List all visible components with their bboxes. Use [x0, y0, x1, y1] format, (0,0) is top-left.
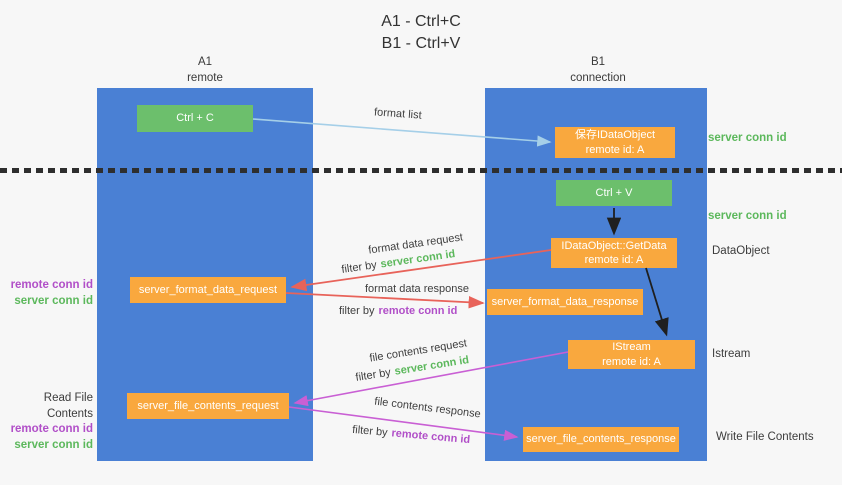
node-save-idataobject-line2: remote id: A: [585, 143, 645, 156]
node-getdata-line2: remote id: A: [584, 254, 644, 266]
node-ctrl-v-label: Ctrl + V: [595, 186, 633, 199]
node-idataobject-getdata: IDataObject::GetData remote id: A: [551, 238, 677, 268]
lifeline-a1-name: A1: [197, 56, 213, 68]
node-server-file-contents-request: server_file_contents_request: [127, 393, 289, 419]
remote-conn-id-label: remote conn id: [10, 279, 93, 291]
node-ctrl-c-label: Ctrl + C: [176, 112, 214, 125]
left-annotation-read-file: Read File Contents remote conn id server…: [0, 391, 93, 453]
side-label-write-file-contents: Write File Contents: [716, 431, 814, 443]
node-server-file-contents-response: server_file_contents_response: [523, 427, 679, 452]
title-line-2: B1 - Ctrl+V: [381, 34, 461, 52]
node-format-response-label: server_format_data_response: [491, 295, 639, 308]
node-istream-line1: IStream: [612, 341, 651, 354]
node-file-response-label: server_file_contents_response: [526, 433, 676, 446]
node-save-idataobject: 保存IDataObject remote id: A: [555, 127, 675, 158]
server-conn-id-label: server conn id: [14, 438, 93, 451]
lifeline-b1-role: connection: [570, 71, 626, 84]
side-label-server-conn-id-mid: server conn id: [708, 210, 787, 222]
node-server-format-data-request: server_format_data_request: [130, 277, 286, 303]
node-getdata-line1: IDataObject::GetData: [561, 239, 667, 252]
edge-label-file-contents-response: file contents response: [373, 395, 482, 421]
node-file-request-label: server_file_contents_request: [137, 399, 279, 412]
remote-conn-id-text: remote conn id: [378, 305, 458, 317]
lifeline-header-a1: A1 remote: [150, 55, 260, 86]
title-line-1: A1 - Ctrl+C: [381, 13, 461, 30]
node-ctrl-c: Ctrl + C: [137, 105, 253, 132]
node-server-format-data-response: server_format_data_response: [487, 289, 643, 315]
filter-by-text: filter by: [354, 366, 392, 384]
side-label-istream: Istream: [712, 348, 751, 360]
filter-by-text: filter by: [339, 305, 375, 317]
left-annotation-conn-ids-1: remote conn id server conn id: [11, 278, 93, 309]
node-istream: IStream remote id: A: [568, 340, 695, 369]
read-file-contents-label: Read File Contents: [43, 392, 93, 420]
node-istream-line2: remote id: A: [602, 355, 661, 368]
edge-label-format-data-response: format data response: [365, 283, 469, 295]
filter-by-text: filter by: [340, 259, 378, 276]
phase-separator-dashed-line: [0, 168, 842, 173]
lifeline-b1-name: B1: [590, 56, 606, 68]
diagram-title: A1 - Ctrl+C B1 - Ctrl+V: [0, 11, 842, 54]
remote-conn-id-label: remote conn id: [10, 423, 93, 436]
edge-label-format-list: format list: [373, 106, 423, 122]
node-format-request-label: server_format_data_request: [138, 283, 278, 296]
node-ctrl-v: Ctrl + V: [556, 180, 672, 206]
side-label-dataobject: DataObject: [712, 245, 770, 257]
filter-by-text: filter by: [351, 423, 389, 439]
lifeline-header-b1: B1 connection: [541, 55, 655, 86]
side-label-server-conn-id-top: server conn id: [708, 132, 787, 144]
server-conn-id-label: server conn id: [14, 294, 93, 307]
remote-conn-id-text: remote conn id: [391, 427, 471, 447]
lifeline-a1-role: remote: [187, 71, 223, 84]
node-save-idataobject-line1: 保存IDataObject: [574, 129, 656, 142]
